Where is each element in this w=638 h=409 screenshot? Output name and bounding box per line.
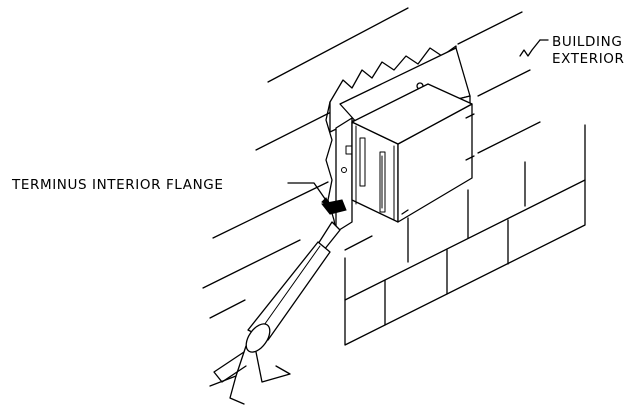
caulking-gun <box>210 222 340 404</box>
terminus-flange-label: TERMINUS INTERIOR FLANGE <box>11 177 223 193</box>
building-exterior-label-line2: EXTERIOR <box>552 51 625 67</box>
interior-flange-plate <box>336 118 352 232</box>
gun-grip <box>210 376 236 386</box>
siding-line-4b <box>478 122 540 153</box>
leader-squiggle-icon <box>520 40 540 56</box>
caulk-tube-highlight <box>262 246 320 328</box>
gun-rod <box>214 352 246 382</box>
siding-line-4a <box>203 240 300 288</box>
siding-line-5b <box>345 236 372 250</box>
siding-line-3b <box>478 70 530 96</box>
siding-line-2b <box>458 12 522 44</box>
building-exterior-label-line1: BUILDING <box>552 34 622 50</box>
gun-trigger <box>256 352 290 382</box>
siding-line-5a <box>210 300 245 318</box>
siding-line-3a <box>213 182 328 238</box>
terminus-box <box>336 48 474 232</box>
